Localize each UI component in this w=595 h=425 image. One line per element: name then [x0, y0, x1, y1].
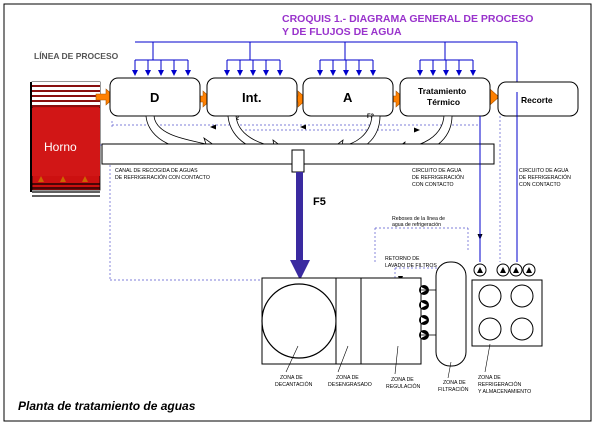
- diagram-title-line2: Y DE FLUJOS DE AGUA: [282, 26, 402, 38]
- circuit-contact-2-l2: DE REFRIGERACIÓN: [519, 174, 571, 181]
- f5-arrow: [290, 172, 310, 280]
- stage-tratamiento: Tratamiento Térmico: [399, 77, 491, 117]
- flow-f5: F5: [313, 196, 326, 208]
- circuit-contact-1-l2: DE REFRIGERACIÓN: [412, 174, 464, 181]
- stage-a-label: A: [343, 90, 353, 105]
- filtration-tank: [435, 261, 467, 367]
- zone-regulacion-1: ZONA DE: [391, 377, 414, 383]
- stage-int-label: Int.: [242, 90, 262, 105]
- reboses-label-2: agua de refrigeración: [392, 222, 441, 228]
- zone-desengrasado-1: ZONA DE: [336, 375, 359, 381]
- zone-regulacion-2: REGULACIÓN: [386, 383, 421, 390]
- furnace: Horno: [30, 81, 101, 197]
- cooling-pumps: [473, 263, 536, 277]
- flow-f3: F3: [367, 114, 375, 120]
- zone-filtracion-2: FILTRACIÓN: [438, 386, 469, 393]
- circuit-contact-2-l3: CON CONTACTO: [519, 182, 561, 188]
- canal-label-2: DE REFRIGERACIÓN CON CONTACTO: [115, 174, 210, 181]
- stage-d-label: D: [150, 90, 159, 105]
- stage-d: D: [109, 77, 201, 117]
- stage-int: Int.: [206, 77, 298, 117]
- plant-caption: Planta de tratamiento de aguas: [18, 399, 196, 413]
- reboses-label-1: Reboses de la línea de: [392, 216, 445, 222]
- zone-decantacion-1: ZONA DE: [280, 375, 303, 381]
- stage-recorte-label: Recorte: [521, 95, 553, 105]
- furnace-burners: [38, 176, 88, 182]
- cooling-storage-tank: [471, 279, 543, 347]
- process-line-label: LÍNEA DE PROCESO: [34, 51, 119, 61]
- diagram-title-line1: CROQUIS 1.- DIAGRAMA GENERAL DE PROCESO: [282, 13, 533, 25]
- spray-nozzles: [132, 60, 476, 76]
- zone-refrigeracion-3: Y ALMACENAMIENTO: [478, 389, 531, 395]
- retorno-label-2: LAVADO DE FILTROS: [385, 263, 437, 269]
- circuit-contact-2-l1: CIRCUITO DE AGUA: [519, 168, 569, 174]
- zone-decantacion-2: DECANTACIÓN: [275, 381, 313, 388]
- retorno-label-1: RETORNO DE: [385, 256, 420, 262]
- stage-a: A: [302, 77, 394, 117]
- zone-refrigeracion-2: REFRIGERACIÓN: [478, 381, 521, 388]
- zone-leader-lines: [285, 343, 491, 379]
- circuit-contact-1-l1: CIRCUITO DE AGUA: [412, 168, 462, 174]
- pump-pipes: [479, 92, 518, 262]
- zone-filtracion-1: ZONA DE: [443, 380, 466, 386]
- channel-outlet: [291, 149, 305, 173]
- furnace-label: Horno: [44, 140, 77, 154]
- circuit-contact-1-l3: CON CONTACTO: [412, 182, 454, 188]
- stage-tratamiento-label-2: Térmico: [427, 97, 460, 107]
- stage-recorte: Recorte: [497, 81, 579, 117]
- canal-label-1: CANAL DE RECOGIDA DE AGUAS: [115, 168, 198, 174]
- regulation-tank: [360, 277, 422, 365]
- degreasing-tank: [335, 277, 362, 365]
- stage-tratamiento-label-1: Tratamiento: [418, 86, 466, 96]
- decantation-tank: [261, 277, 337, 365]
- zone-desengrasado-2: DESENGRASADO: [328, 382, 372, 388]
- zone-refrigeracion-1: ZONA DE: [478, 375, 501, 381]
